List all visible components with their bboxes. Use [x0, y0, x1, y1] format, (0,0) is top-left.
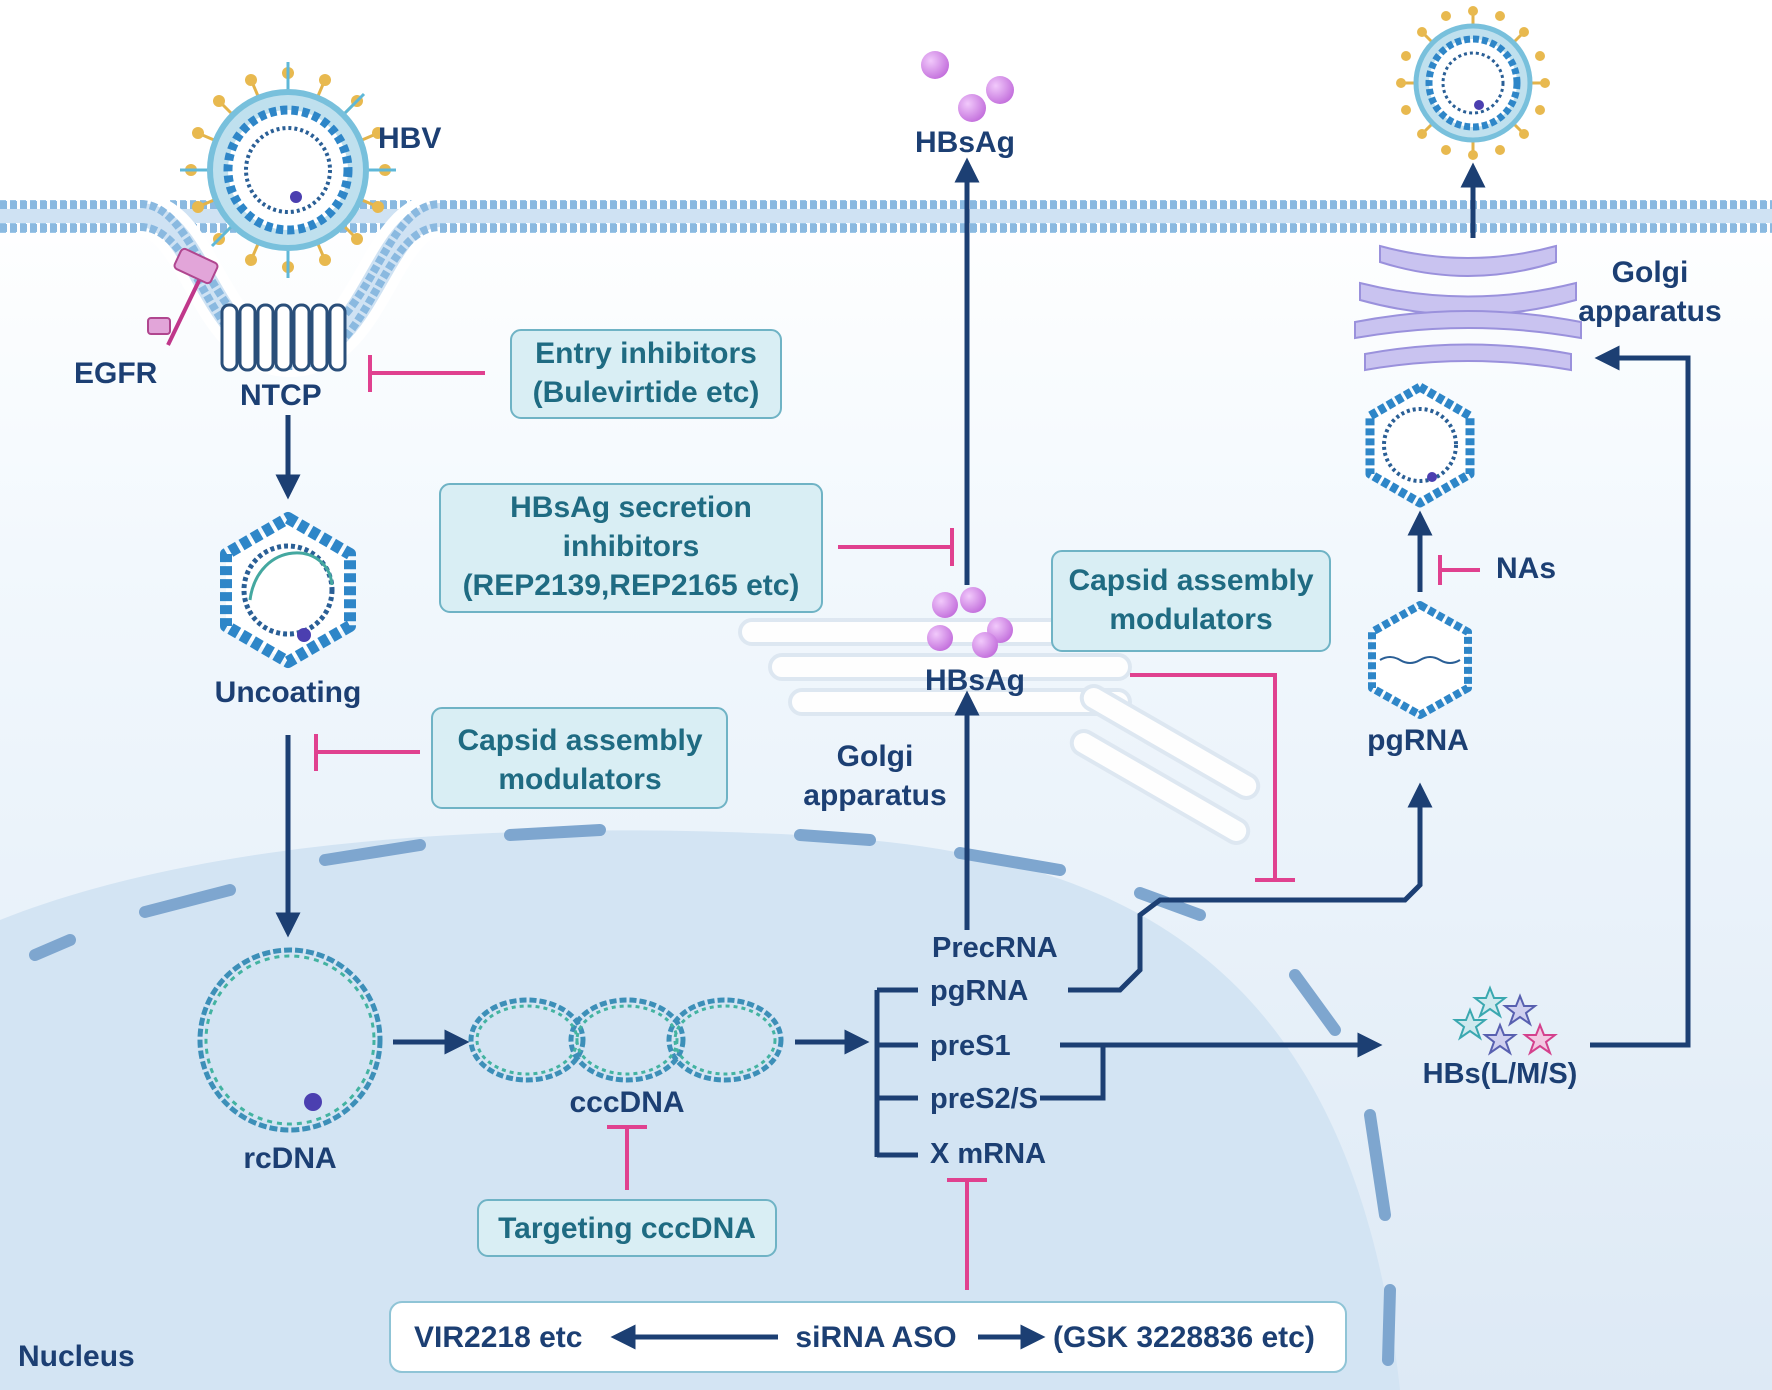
pgrna-capsid-label: pgRNA — [1367, 724, 1469, 757]
precrna-label: PrecRNA — [932, 932, 1058, 964]
hbsag-particles-icon — [927, 587, 1013, 658]
pgrna-capsid-icon — [1368, 601, 1472, 719]
pgrna-transcript-label: pgRNA — [930, 975, 1028, 1007]
sirna-aso-box: VIR2218 etc siRNA ASO (GSK 3228836 etc) — [389, 1301, 1347, 1373]
cam-right-line2: modulators — [1109, 603, 1272, 636]
hbsag-secretion-inhibitors-box: HBsAg secretion inhibitors (REP2139,REP2… — [439, 483, 823, 613]
golgi-right-line2: apparatus — [1578, 295, 1721, 328]
cam-right-connector — [1130, 673, 1295, 882]
targeting-cccdna-box: Targeting cccDNA — [477, 1199, 777, 1257]
entry-inhibitors-box: Entry inhibitors (Bulevirtide etc) — [510, 329, 782, 419]
golgi-apparatus-icon — [1354, 244, 1582, 372]
hbsag-secreted-particles-icon — [921, 51, 1014, 122]
cccdna-label: cccDNA — [569, 1086, 684, 1119]
rcdna-circle-icon — [197, 947, 383, 1133]
pgrna-export-arrow — [1068, 782, 1433, 993]
cccdna-icon — [468, 997, 784, 1083]
hbs-lms-label: HBs(L/M/S) — [1423, 1058, 1578, 1090]
cam-left-connector — [314, 734, 420, 771]
nas-inhibitor-connector — [1438, 555, 1480, 585]
targeting-cccdna-connector — [607, 1125, 647, 1190]
secretion-line3: (REP2139,REP2165 etc) — [463, 569, 800, 602]
ntcp-label: NTCP — [240, 379, 322, 412]
golgi-mid-line1: Golgi — [837, 740, 914, 773]
secretion-line1: HBsAg secretion — [510, 491, 752, 524]
entry-inhibitors-line2: (Bulevirtide etc) — [533, 376, 760, 409]
mature-capsid-icon — [1365, 382, 1475, 508]
egfr-receptor-icon — [147, 247, 219, 346]
targeting-cccdna-text: Targeting cccDNA — [498, 1212, 756, 1245]
ntcp-transporter-icon — [220, 303, 347, 372]
sirna-inhibitor-connector — [947, 1178, 987, 1290]
golgi-right-line1: Golgi — [1612, 256, 1689, 289]
hbsag-top-label: HBsAg — [915, 126, 1015, 159]
rcdna-label: rcDNA — [243, 1142, 336, 1175]
pres2s-label: preS2/S — [930, 1083, 1038, 1115]
hbv-virion-icon — [180, 62, 396, 278]
xmrna-label: X mRNA — [930, 1138, 1046, 1170]
nucleus-label: Nucleus — [18, 1340, 135, 1373]
secretion-inhibitor-connector — [838, 528, 954, 566]
cam-left-line2: modulators — [498, 763, 661, 796]
hbsag-mid-label: HBsAg — [925, 664, 1025, 697]
entry-inhibitor-connector — [368, 355, 485, 392]
nas-label: NAs — [1496, 552, 1556, 585]
sirna-right-text: (GSK 3228836 etc) — [1053, 1321, 1315, 1354]
capsid-icon — [220, 512, 356, 668]
hbs-translation-arrows — [1040, 1032, 1383, 1101]
transcripts-bracket — [874, 987, 918, 1158]
nuclear-envelope — [29, 824, 1396, 1366]
cam-left-line1: Capsid assembly — [457, 724, 702, 757]
egfr-label: EGFR — [74, 357, 158, 390]
secretion-line2: inhibitors — [563, 530, 700, 563]
hbs-to-golgi-arrow — [1590, 345, 1691, 1048]
hbv-label: HBV — [378, 122, 441, 155]
released-hbv-virion-icon — [1396, 6, 1550, 160]
hbs-stars-icon — [1452, 985, 1558, 1056]
capsid-assembly-modulators-right-box: Capsid assembly modulators — [1051, 550, 1331, 652]
uncoating-label: Uncoating — [215, 676, 362, 709]
sirna-center-text: siRNA ASO — [795, 1321, 956, 1354]
entry-inhibitors-line1: Entry inhibitors — [535, 337, 757, 370]
cam-right-line1: Capsid assembly — [1068, 564, 1313, 597]
sirna-left-text: VIR2218 etc — [414, 1321, 582, 1354]
capsid-assembly-modulators-left-box: Capsid assembly modulators — [431, 707, 728, 809]
golgi-mid-line2: apparatus — [803, 779, 946, 812]
pres1-label: preS1 — [930, 1030, 1011, 1062]
